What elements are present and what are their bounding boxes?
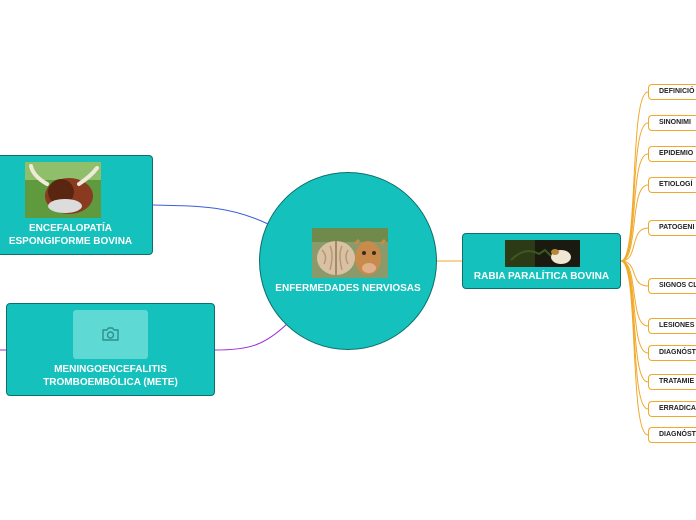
subtopic-connector — [620, 227, 649, 262]
image-placeholder — [73, 310, 148, 359]
subtopic-connector — [620, 260, 649, 327]
central-topic-label: ENFERMEDADES NERVIOSAS — [275, 283, 421, 294]
link-central-mete — [214, 322, 289, 351]
subtopic-item[interactable]: DIAGNÓST — [648, 345, 696, 361]
subtopic-item[interactable]: ERRADICA — [648, 401, 696, 417]
subtopic-item[interactable]: ETIOLOGÍ — [648, 177, 696, 193]
subtopic-connector — [620, 153, 649, 262]
subtopic-connector — [620, 260, 649, 410]
subtopic-connector — [620, 260, 649, 436]
subtopic-item[interactable]: EPIDEMIO — [648, 146, 696, 162]
orange-branches — [620, 91, 649, 436]
subtopic-connector — [620, 184, 649, 262]
central-topic[interactable]: ENFERMEDADES NERVIOSAS — [259, 172, 437, 350]
subtopic-item[interactable]: SIGNOS CL — [648, 278, 696, 294]
subtopic-item[interactable]: SINONIMI — [648, 115, 696, 131]
subtopic-item[interactable]: LESIONES — [648, 318, 696, 334]
topic-rabia-label: RABIA PARALÍTICA BOVINA — [473, 271, 610, 282]
subtopic-connector — [620, 91, 649, 262]
brain-cow-image — [312, 228, 388, 278]
subtopic-item[interactable]: PATOGENI — [648, 220, 696, 236]
topic-encefalopatia-label: ENCEFALOPATÍA ESPONGIFORME BOVINA — [8, 223, 133, 247]
topic-mete[interactable]: MENINGOENCEFALITIS TROMBOEMBÓLICA (METE) — [6, 303, 215, 396]
bat-cow-image — [505, 240, 580, 267]
subtopic-item[interactable]: DIAGNÓST — [648, 427, 696, 443]
camera-icon — [102, 327, 119, 341]
topic-encefalopatia[interactable]: ENCEFALOPATÍA ESPONGIFORME BOVINA — [0, 155, 153, 255]
cow-image — [25, 162, 101, 218]
subtopic-connector — [620, 122, 649, 262]
topic-mete-label: MENINGOENCEFALITIS TROMBOEMBÓLICA (METE) — [43, 364, 178, 388]
subtopic-item[interactable]: TRATAMIE — [648, 374, 696, 390]
link-central-encefalopatia — [152, 204, 269, 225]
subtopic-item[interactable]: DEFINICIÓ — [648, 84, 696, 100]
topic-rabia[interactable]: RABIA PARALÍTICA BOVINA — [462, 233, 621, 289]
